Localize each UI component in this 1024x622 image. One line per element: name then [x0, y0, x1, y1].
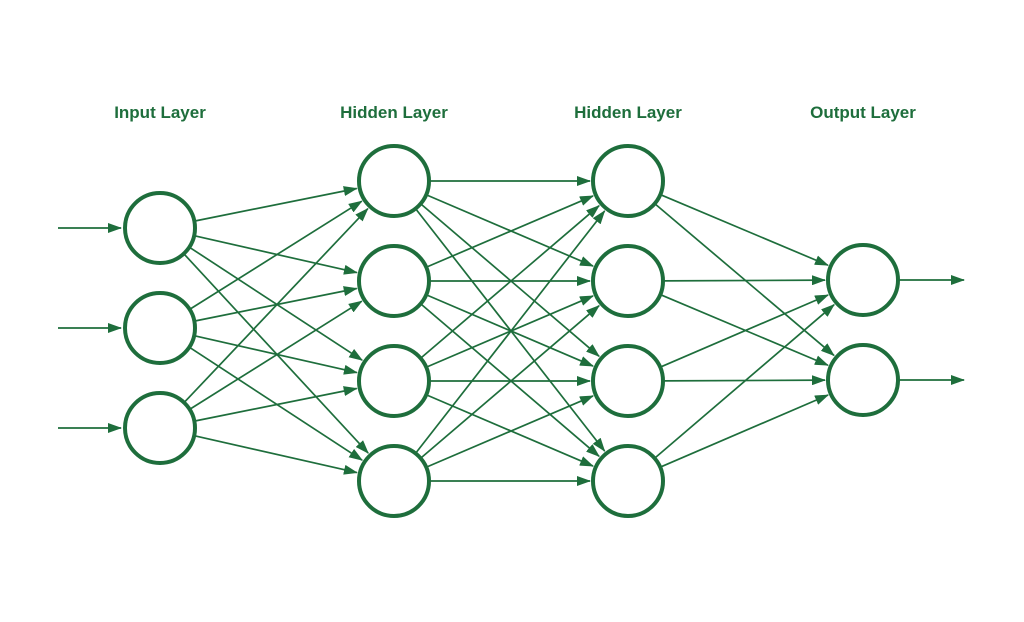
connection-hidden-2-to-output	[659, 193, 829, 267]
connection-hidden-1-to-hidden-2	[420, 303, 600, 457]
connection-hidden-1-to-hidden-2	[420, 205, 600, 359]
layer-label-hidden-2: Hidden Layer	[574, 103, 682, 122]
neuron-output-1	[826, 243, 900, 317]
neuron-hidden-1-3	[357, 344, 431, 418]
connections	[183, 176, 835, 486]
neuron-input-1	[123, 191, 197, 265]
connection-hidden-1-to-hidden-2	[425, 193, 594, 267]
connection-input-to-hidden-1	[188, 246, 364, 361]
connection-hidden-1-to-hidden-2	[425, 293, 594, 367]
connection-input-to-hidden-1	[188, 346, 364, 461]
neuron-output-2	[826, 343, 900, 417]
neuron-hidden-2-2	[591, 244, 665, 318]
connection-input-to-hidden-1	[193, 334, 358, 375]
connection-input-to-hidden-1	[183, 207, 369, 404]
connection-hidden-2-to-output	[659, 293, 829, 367]
connection-input-to-hidden-1	[194, 286, 358, 322]
connection-input-to-hidden-1	[189, 200, 363, 311]
connection-input-to-hidden-1	[193, 234, 358, 275]
connection-hidden-1-to-hidden-2	[425, 195, 594, 269]
connection-hidden-1-to-hidden-2	[425, 395, 594, 469]
connection-hidden-1-to-hidden-2	[414, 210, 606, 454]
connection-hidden-1-to-hidden-2	[425, 393, 594, 467]
layer-label-hidden-1: Hidden Layer	[340, 103, 448, 122]
connection-hidden-2-to-output	[662, 275, 827, 286]
layer-label-input: Input Layer	[114, 103, 206, 122]
connection-hidden-2-to-output	[659, 294, 830, 368]
neuron-hidden-2-1	[591, 144, 665, 218]
connection-hidden-2-to-output	[662, 375, 827, 386]
connection-hidden-2-to-output	[659, 394, 830, 468]
layer-label-output: Output Layer	[810, 103, 916, 122]
connection-input-to-hidden-1	[193, 434, 358, 475]
neuron-hidden-2-4	[591, 444, 665, 518]
connection-hidden-1-to-hidden-2	[420, 305, 600, 459]
neuron-hidden-1-2	[357, 244, 431, 318]
neuron-input-3	[123, 391, 197, 465]
neuron-hidden-1-1	[357, 144, 431, 218]
neurons	[123, 144, 900, 518]
connection-input-to-hidden-1	[194, 186, 358, 222]
connection-hidden-2-to-output	[654, 304, 835, 459]
neuron-hidden-1-4	[357, 444, 431, 518]
io-arrows	[58, 223, 965, 433]
neuron-hidden-2-3	[591, 344, 665, 418]
neuron-input-2	[123, 291, 197, 365]
connection-input-to-hidden-1	[189, 300, 363, 411]
connection-input-to-hidden-1	[194, 386, 358, 422]
